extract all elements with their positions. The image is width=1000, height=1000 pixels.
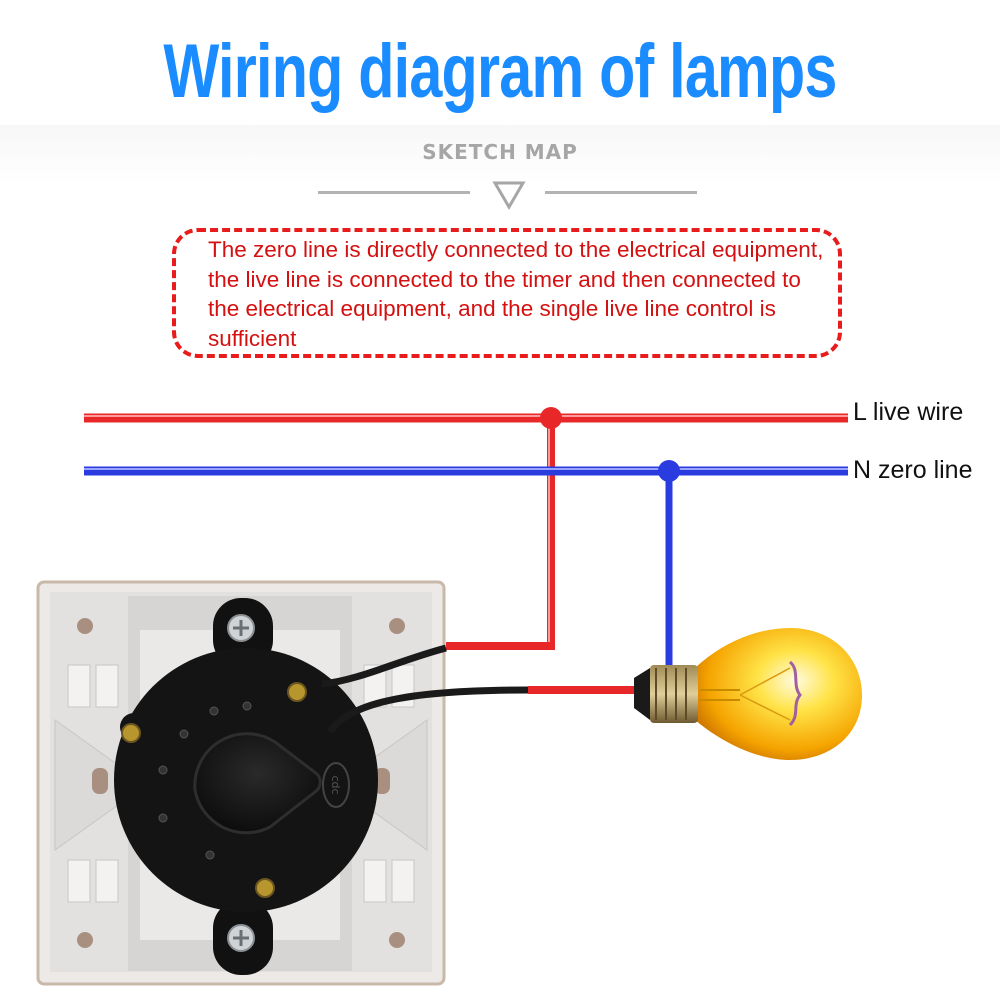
live-wire-label: L live wire — [853, 398, 964, 426]
lamp-bulb — [634, 628, 862, 760]
divider-left — [318, 191, 470, 194]
sketch-map-label: SKETCH MAP — [422, 140, 578, 164]
live-wire — [84, 407, 848, 694]
neutral-wire-label: N zero line — [853, 456, 973, 484]
timer-switch: cdc — [36, 580, 529, 986]
description-text: The zero line is directly connected to t… — [208, 237, 824, 351]
neutral-junction-dot — [658, 460, 680, 482]
description-callout — [172, 228, 842, 358]
live-junction-dot — [540, 407, 562, 429]
page-title: Wiring diagram of lamps — [163, 29, 837, 114]
timer-brand-label: cdc — [329, 775, 342, 794]
divider-right — [545, 191, 697, 194]
neutral-wire — [84, 460, 848, 668]
